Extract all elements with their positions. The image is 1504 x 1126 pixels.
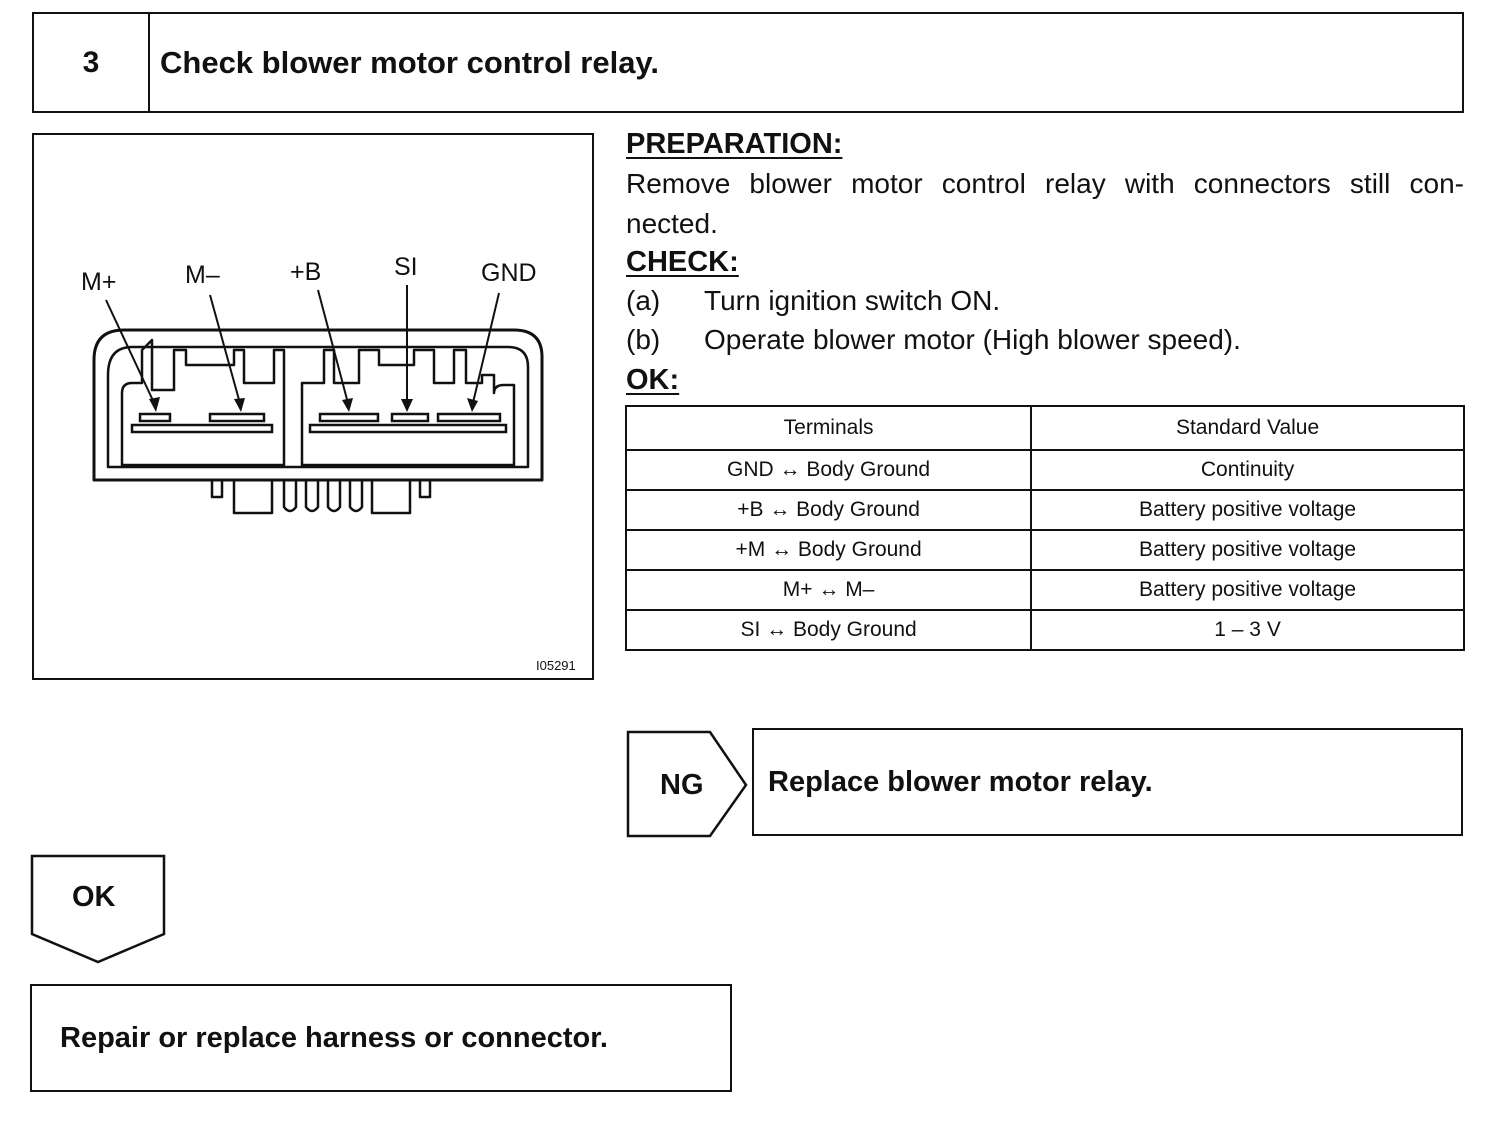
- standard-value-table: Terminals Standard Value GND ↔ Body Grou…: [624, 405, 1465, 651]
- table-row: SI ↔ Body Ground 1 – 3 V: [624, 609, 1465, 651]
- table-row: GND ↔ Body Ground Continuity: [624, 449, 1465, 491]
- standard-value-cell: Continuity: [1030, 449, 1465, 491]
- terminals-cell: +B ↔ Body Ground: [624, 489, 1033, 531]
- table-row: +M ↔ Body Ground Battery positive voltag…: [624, 529, 1465, 571]
- column-header-terminals: Terminals: [624, 405, 1033, 451]
- terminal-label-m-plus: M+: [81, 268, 116, 296]
- check-heading: CHECK:: [626, 246, 739, 278]
- standard-value-cell: Battery positive voltage: [1030, 569, 1465, 611]
- terminal-label-m-minus: M–: [185, 261, 220, 289]
- standard-value-cell: Battery positive voltage: [1030, 529, 1465, 571]
- figure-code: I05291: [536, 658, 576, 673]
- table-row: +B ↔ Body Ground Battery positive voltag…: [624, 489, 1465, 531]
- step-header: 3 Check blower motor control relay.: [32, 12, 1464, 113]
- step-number: 3: [34, 14, 150, 111]
- ok-tag-label: OK: [72, 881, 116, 913]
- preparation-text: Remove blower motor control relay with c…: [626, 168, 1464, 239]
- check-step-text: Turn ignition switch ON.: [704, 285, 1001, 316]
- terminals-cell: M+ ↔ M–: [624, 569, 1033, 611]
- ok-heading: OK:: [626, 364, 680, 396]
- connector-figure: M+ M– +B SI GND I05291: [32, 133, 594, 680]
- ok-tag: OK: [30, 854, 166, 964]
- terminal-label-plus-b: +B: [290, 258, 321, 286]
- ng-tag-label: NG: [660, 769, 704, 801]
- ng-tag: NG: [626, 730, 748, 838]
- terminals-cell: SI ↔ Body Ground: [624, 609, 1033, 651]
- terminals-cell: GND ↔ Body Ground: [624, 449, 1033, 491]
- table-header-row: Terminals Standard Value: [624, 405, 1465, 451]
- check-step-label: (a): [626, 285, 661, 316]
- preparation-heading: PREPARATION:: [626, 128, 843, 160]
- check-step-b: (b) Operate blower motor (High blower spe…: [626, 324, 1241, 356]
- ok-result-text: Repair or replace harness or connector.: [60, 1021, 608, 1054]
- standard-value-cell: Battery positive voltage: [1030, 489, 1465, 531]
- column-header-standard-value: Standard Value: [1030, 405, 1465, 451]
- step-title: Check blower motor control relay.: [160, 44, 659, 80]
- terminals-cell: +M ↔ Body Ground: [624, 529, 1033, 571]
- terminal-label-si: SI: [394, 253, 418, 281]
- ng-result-text: Replace blower motor relay.: [768, 765, 1153, 798]
- check-step-a: (a) Turn ignition switch ON.: [626, 285, 1000, 317]
- standard-value-cell: 1 – 3 V: [1030, 609, 1465, 651]
- table-row: M+ ↔ M– Battery positive voltage: [624, 569, 1465, 611]
- ok-result-box: Repair or replace harness or connector.: [30, 984, 732, 1092]
- connector-diagram: M+ M– +B SI GND I05291: [81, 253, 576, 673]
- ng-result-box: Replace blower motor relay.: [752, 728, 1463, 836]
- terminal-label-gnd: GND: [481, 259, 537, 287]
- check-step-label: (b): [626, 324, 661, 355]
- check-step-text: Operate blower motor (High blower speed)…: [704, 324, 1241, 355]
